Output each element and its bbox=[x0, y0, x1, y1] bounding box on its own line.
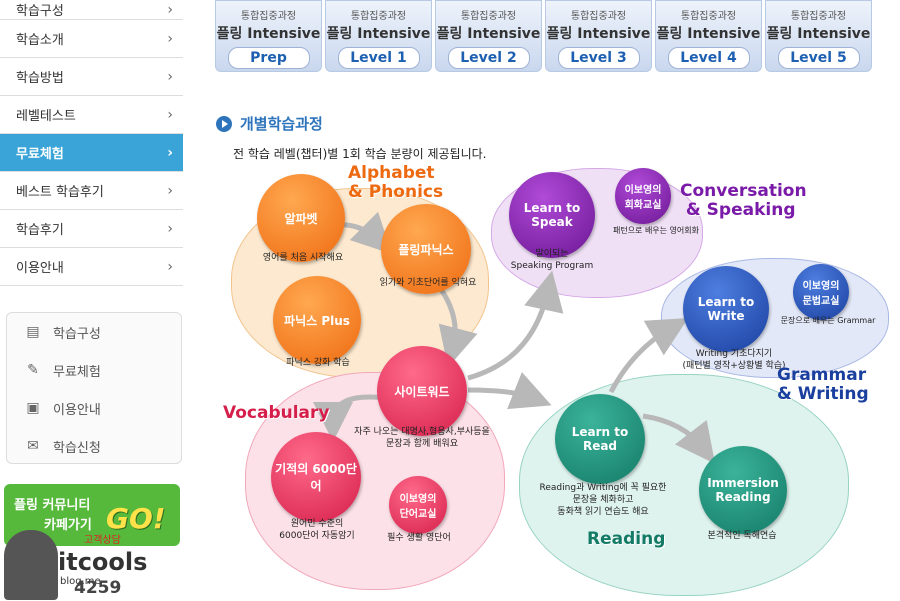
sidebar-item-curriculum[interactable]: 학습구성› bbox=[0, 0, 183, 20]
course-learn-to-speak[interactable]: Learn to Speak bbox=[509, 172, 595, 258]
register-icon: ✉ bbox=[27, 438, 39, 454]
community-line2: 카페가기 bbox=[44, 518, 92, 533]
course-fling-phonics[interactable]: 플링파닉스 bbox=[381, 204, 471, 294]
chevron-right-icon: › bbox=[167, 182, 173, 199]
word-class-caption: 필수 생활 영단어 bbox=[387, 533, 451, 543]
sidebar-item-best-reviews[interactable]: 베스트 학습후기› bbox=[0, 172, 183, 210]
flow-arrows bbox=[313, 211, 716, 464]
play-icon bbox=[216, 115, 232, 132]
phonics-plus-caption: 파닉스 강화 학습 bbox=[286, 358, 350, 368]
quick-links: ▤학습구성 ✎무료체험 ▣이용안내 ✉학습신청 bbox=[6, 312, 182, 464]
quick-link-guide[interactable]: ▣이용안내 bbox=[7, 389, 181, 427]
quick-link-register[interactable]: ✉학습신청 bbox=[7, 427, 181, 465]
learn-to-write-caption: Writing 기초다지기(패턴별 영작+상황별 학습) bbox=[682, 349, 786, 372]
chevron-right-icon: › bbox=[167, 30, 173, 47]
sidebar: 학습구성› 학습소개› 학습방법› 레벨테스트› 무료체험› 베스트 학습후기›… bbox=[0, 0, 183, 601]
course-learn-to-write[interactable]: Learn to Write bbox=[683, 266, 769, 352]
sidebar-item-method[interactable]: 학습방법› bbox=[0, 58, 183, 96]
sidebar-item-level-test[interactable]: 레벨테스트› bbox=[0, 96, 183, 134]
chevron-right-icon: › bbox=[167, 144, 173, 161]
grammar-title: Grammar& Writing bbox=[777, 365, 869, 404]
alphabet-title: Alphabet& Phonics bbox=[348, 163, 444, 202]
cs-number: 4259 bbox=[74, 578, 122, 598]
book-icon: ▣ bbox=[26, 400, 40, 416]
customer-service: 고객상담 itcools blog.me 4259 bbox=[0, 528, 183, 601]
conversation-title: Conversation & Speaking bbox=[680, 181, 807, 220]
chevron-right-icon: › bbox=[167, 258, 173, 275]
chevron-right-icon: › bbox=[167, 1, 173, 18]
chevron-right-icon: › bbox=[167, 68, 173, 85]
sidebar-item-guide[interactable]: 이용안내› bbox=[0, 248, 183, 286]
watermark: itcools bbox=[58, 548, 148, 576]
course-diagram: Alphabet& Phonics 알파벳 영어를 처음 시작해요 플링파닉스 … bbox=[183, 160, 900, 601]
quick-link-free-trial[interactable]: ✎무료체험 bbox=[7, 351, 181, 389]
course-6000-words[interactable]: 기적의 6000단어 bbox=[271, 432, 361, 522]
section-title: 개별학습과정 bbox=[216, 113, 323, 134]
vocabulary-title: Vocabulary bbox=[223, 403, 330, 423]
sidebar-item-free-trial[interactable]: 무료체험› bbox=[0, 134, 183, 172]
chevron-right-icon: › bbox=[167, 220, 173, 237]
course-phonics-plus[interactable]: 파닉스 Plus bbox=[273, 276, 361, 364]
fling-phonics-caption: 읽기와 기초단어를 익혀요 bbox=[379, 278, 477, 288]
watermark-sub: blog.me bbox=[60, 576, 101, 587]
course-learn-to-read[interactable]: Learn to Read bbox=[555, 394, 645, 484]
section-description: 전 학습 레벨(챕터)별 1회 학습 분량이 제공됩니다. bbox=[233, 147, 487, 161]
conversation-class-caption: 패턴으로 배우는 영어회화 bbox=[612, 226, 700, 235]
chat-icon: ▤ bbox=[26, 324, 40, 340]
cs-label: 고객상담 bbox=[84, 535, 121, 546]
immersion-reading-caption: 본격적인 독해연습 bbox=[707, 531, 777, 541]
grammar-class-caption: 문장으로 배우는 Grammar bbox=[780, 316, 876, 325]
chevron-right-icon: › bbox=[167, 106, 173, 123]
reading-title: Reading bbox=[587, 529, 666, 549]
alphabet-caption: 영어를 처음 시작해요 bbox=[262, 253, 344, 263]
sidebar-item-reviews[interactable]: 학습후기› bbox=[0, 210, 183, 248]
community-line1: 플링 커뮤니티 bbox=[14, 498, 91, 513]
pencil-icon: ✎ bbox=[27, 362, 39, 378]
go-label: GO! bbox=[106, 502, 166, 535]
course-sight-words[interactable]: 사이트워드 bbox=[377, 346, 467, 436]
sidebar-item-intro[interactable]: 학습소개› bbox=[0, 20, 183, 58]
quick-link-curriculum[interactable]: ▤학습구성 bbox=[7, 313, 181, 351]
course-alphabet[interactable]: 알파벳 bbox=[257, 174, 345, 262]
person-photo bbox=[4, 530, 58, 600]
